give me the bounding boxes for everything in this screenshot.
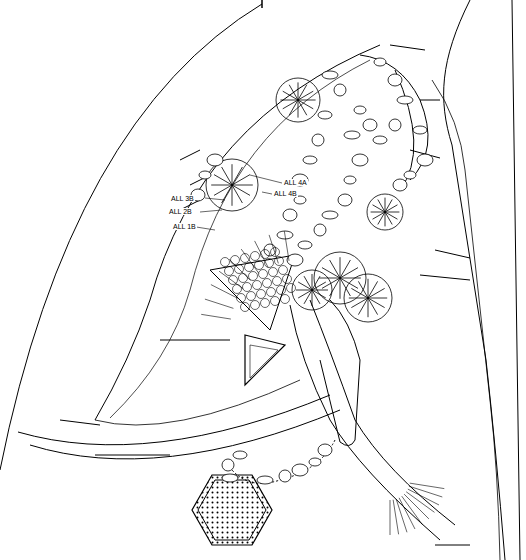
rock: [233, 451, 247, 459]
rock: [389, 119, 401, 131]
rock: [363, 119, 377, 131]
tree-symbol: [206, 159, 258, 211]
rock: [222, 459, 234, 471]
callout-label: ALL 2B: [168, 208, 193, 215]
triangle-feature: [245, 335, 285, 385]
rock: [279, 470, 291, 482]
path-band: [290, 305, 440, 540]
hexagon-pavilion: [192, 475, 272, 545]
rock: [257, 476, 273, 484]
rock: [388, 74, 402, 86]
callout-label: ALL 3B: [170, 195, 195, 202]
tree-symbol: [276, 78, 320, 122]
road-edge: [512, 0, 520, 560]
walk-edge: [18, 395, 330, 445]
road-edge: [444, 0, 505, 560]
rock: [404, 171, 416, 179]
rock: [303, 156, 317, 164]
rock: [318, 111, 332, 119]
rock: [413, 126, 427, 134]
rock: [207, 154, 223, 166]
paving-area: [210, 255, 295, 330]
rock: [283, 209, 297, 221]
rock: [352, 154, 368, 166]
rock: [344, 176, 356, 184]
rock: [199, 171, 211, 179]
rock: [309, 458, 321, 466]
rock: [344, 131, 360, 139]
callout-label: ALL 4A: [283, 179, 308, 186]
rock: [397, 96, 413, 104]
rock: [287, 254, 303, 266]
tree-symbol: [367, 194, 403, 230]
rock: [322, 211, 338, 219]
rock: [222, 474, 238, 482]
rock: [314, 224, 326, 236]
rock: [374, 58, 386, 66]
rock: [373, 136, 387, 144]
bed-edge: [95, 45, 380, 420]
rock: [338, 194, 352, 206]
rock: [298, 241, 312, 249]
callout-label: ALL 1B: [172, 223, 197, 230]
rock: [292, 464, 308, 476]
tree-symbol: [292, 270, 332, 310]
tree-symbol: [314, 252, 366, 304]
tree-symbol: [344, 274, 392, 322]
outer-arc: [0, 4, 262, 470]
rock: [417, 154, 433, 166]
rock: [294, 196, 306, 204]
rock: [393, 179, 407, 191]
rock: [312, 134, 324, 146]
rock: [318, 444, 332, 456]
rock: [322, 71, 338, 79]
callout-label: ALL 4B: [273, 190, 298, 197]
rock: [334, 84, 346, 96]
rock: [354, 106, 366, 114]
